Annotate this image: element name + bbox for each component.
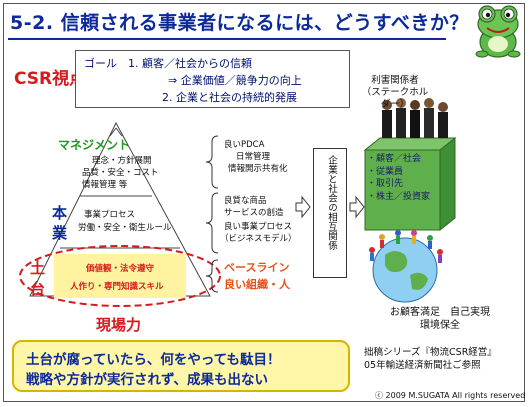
arrow-to-relation-icon (295, 195, 311, 219)
title-underline (8, 38, 446, 40)
honsho-label-2: 業 (52, 224, 68, 242)
bottom-message-box: 土台が腐っていたら、何をやっても駄目！ 戦略や方針が実行されず、成果も出ない (12, 340, 350, 392)
outcomes: お顧客満足 自己実現 環境保全 (365, 306, 515, 332)
management-item-3: 情報管理 等 (82, 180, 128, 190)
business-people-icon (382, 98, 448, 138)
outcomes-line-1: お顧客満足 自己実現 (390, 307, 490, 318)
relation-vertical-text: 企業と社会の相互関係 (326, 155, 337, 250)
management-item-1: 理念・方針展開 (92, 156, 152, 166)
brace-top (205, 135, 219, 189)
brace-bottom (205, 259, 219, 293)
goal-line-2: ⇒ 企業価値／競争力の向上 (168, 74, 302, 87)
honsho-item-2: 労働・安全・衛生ルール (78, 223, 172, 233)
up-arrow-icon (109, 127, 123, 137)
csr-viewpoint-label: CSR視点 (14, 69, 87, 89)
brace-middle-item-2: サービスの創造 (224, 208, 284, 218)
bottom-message-line-1: 土台が腐っていたら、何をやっても駄目！ (26, 352, 281, 368)
brace-middle (205, 192, 219, 254)
brace-middle-item-1: 良質な商品 (224, 196, 267, 206)
brace-top-item-1: 良いPDCA (224, 140, 265, 150)
honsho-item-1: 事業プロセス (84, 210, 136, 220)
stakeholder-item-1: ・顧客／社会 (367, 154, 422, 164)
brace-middle-item-4: （ビジネスモデル） (220, 234, 297, 244)
stakeholder-item-4: ・株主／投資家 (367, 191, 431, 202)
foundation-highlight-ellipse (19, 245, 221, 307)
stakeholder-label-2: （ステークホルダー） (361, 87, 429, 110)
good-organization-label: 良い組織・人 (224, 278, 290, 291)
arrow-to-stakeholders-icon (349, 195, 365, 219)
goal-line-1: ゴール 1. 顧客／社会からの信頼 (84, 57, 252, 70)
outcomes-line-2: 環境保全 (420, 320, 460, 331)
copyright-text: ⓒ 2009 M.SUGATA All rights reserved (375, 391, 526, 400)
foundation-label-2: 台 (30, 280, 46, 298)
stakeholder-label-1: 利害関係者 (371, 75, 419, 86)
foundation-item-1: 価値観・法令遵守 (86, 264, 155, 274)
stakeholder-list: ・顧客／社会 ・従業員 ・取引先 ・株主／投資家 (367, 153, 447, 203)
foundation-fill (54, 254, 186, 298)
foundation-label-1: 土 (30, 259, 46, 277)
globe-with-people-icon (369, 230, 443, 303)
reference-note: 拙稿シリーズ『物流CSR経営』 05年輸送経済新聞社ご参照 (364, 346, 497, 372)
relation-box: 企業と社会の相互関係 (313, 148, 347, 278)
stakeholder-label: 利害関係者 （ステークホルダー） (360, 75, 430, 111)
reference-line-1: 拙稿シリーズ『物流CSR経営』 (364, 347, 497, 358)
stakeholder-item-3: ・取引先 (367, 179, 404, 189)
management-item-2: 品質・安全・コスト (82, 168, 159, 178)
foundation-item-2: 人作り・専門知識スキル (70, 282, 164, 292)
brace-top-item-3: 情報開示共有化 (228, 164, 288, 174)
honsho-label-1: 本 (52, 204, 68, 222)
frog-mascot-icon (475, 5, 521, 58)
reference-line-2: 05年輸送経済新聞社ご参照 (364, 360, 481, 371)
genba-label: 現場力 (96, 316, 142, 334)
stakeholder-box-front (364, 149, 441, 231)
stakeholder-item-2: ・従業員 (367, 166, 404, 177)
bottom-message-line-2: 戦略や方針が実行されず、成果も出ない (26, 372, 269, 388)
brace-middle-item-3: 良い事業プロセス (224, 222, 293, 232)
goal-box: ゴール 1. 顧客／社会からの信頼 ⇒ 企業価値／競争力の向上 2. 企業と社会… (75, 50, 350, 108)
goal-line-3: 2. 企業と社会の持続的発展 (162, 91, 297, 104)
baseline-label: ベースライン (224, 261, 290, 274)
brace-top-item-2: 日常管理 (236, 152, 271, 162)
page-title: 5-2. 信頼される事業者になるには、どうすべきか？ (10, 12, 469, 34)
slide-frame (3, 3, 525, 402)
management-label: マネジメント (58, 138, 131, 152)
